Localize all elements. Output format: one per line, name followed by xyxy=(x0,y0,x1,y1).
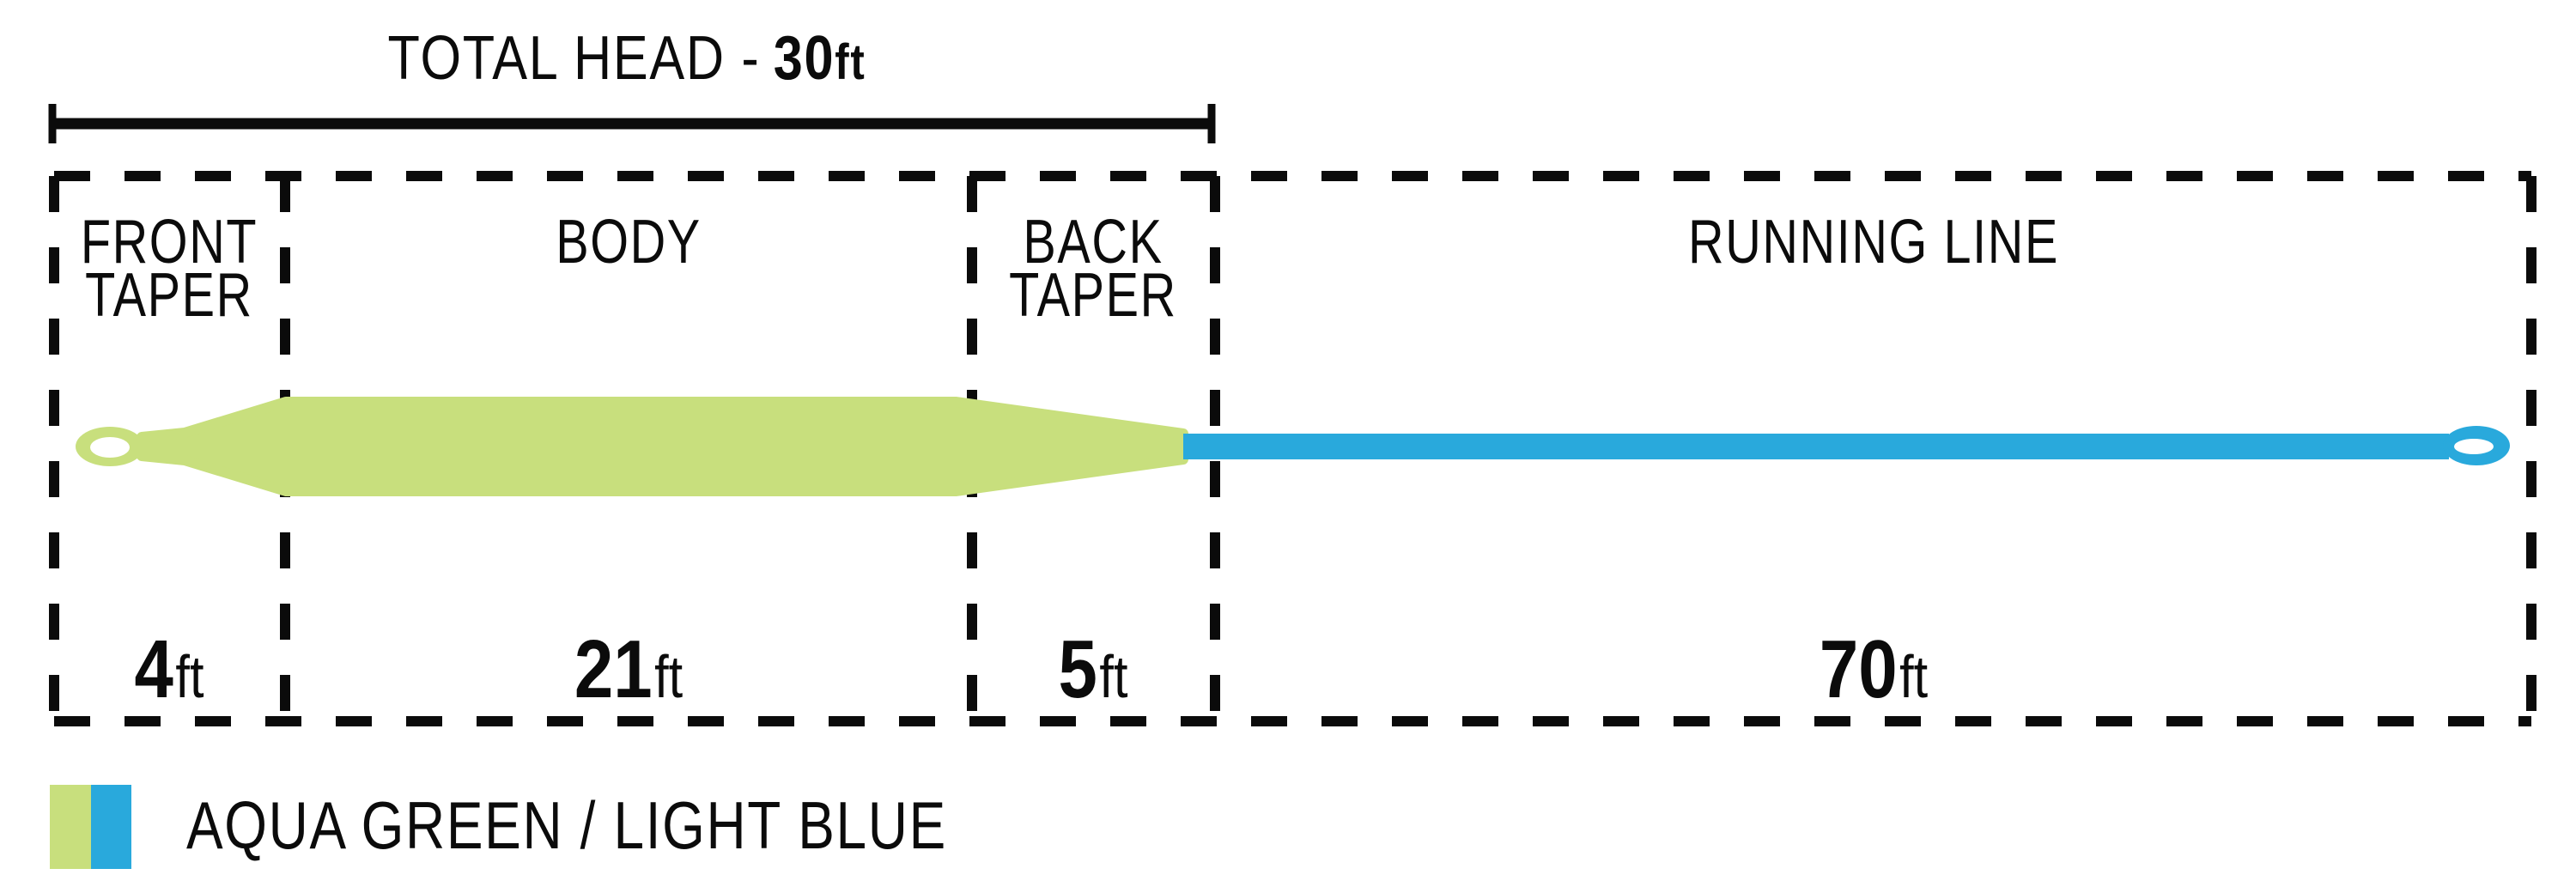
section-label-front-taper: FRONT TAPER xyxy=(81,207,258,330)
body-length-unit: ft xyxy=(654,642,683,710)
line-work xyxy=(48,104,2537,726)
measurement-back-taper: 5ft xyxy=(1059,623,1128,715)
front-taper-label-line1: FRONT xyxy=(81,207,258,276)
section-label-body: BODY xyxy=(556,207,702,276)
legend-label-group: AQUA GREEN / LIGHT BLUE xyxy=(186,788,947,863)
back-taper-length-unit: ft xyxy=(1099,642,1127,710)
body-label: BODY xyxy=(556,207,702,276)
running-line-group xyxy=(1183,426,2510,465)
section-label-back-taper: BACK TAPER xyxy=(1009,207,1177,330)
running-line-length-value: 70 xyxy=(1820,623,1898,715)
head-taper-shape xyxy=(137,397,1188,496)
body-length-text: 21ft xyxy=(574,623,683,715)
total-head-title: TOTAL HEAD -30ft xyxy=(388,24,866,93)
total-head-title-text: TOTAL HEAD -30ft xyxy=(388,24,866,93)
total-head-title-prefix: TOTAL HEAD - xyxy=(388,24,761,93)
running-line-length-text: 70ft xyxy=(1820,623,1928,715)
measurement-front-taper: 4ft xyxy=(135,623,204,715)
back-taper-label-line1: BACK xyxy=(1023,207,1163,276)
running-line-shape xyxy=(1183,434,2449,459)
legend-swatch-light-blue xyxy=(91,785,131,869)
text-layer: TOTAL HEAD -30ft FRONT TAPER BODY BACK T… xyxy=(81,24,2059,863)
legend-swatch-aqua-green xyxy=(50,785,91,869)
back-loop-hole xyxy=(2454,439,2494,454)
running-line-length-unit: ft xyxy=(1899,642,1928,710)
front-taper-length-text: 4ft xyxy=(135,623,204,715)
front-loop-hole xyxy=(90,437,130,458)
back-taper-length-text: 5ft xyxy=(1059,623,1128,715)
running-line-label: RUNNING LINE xyxy=(1688,207,2059,276)
legend-label: AQUA GREEN / LIGHT BLUE xyxy=(186,788,947,863)
measurement-body: 21ft xyxy=(574,623,683,715)
head-taper-outline xyxy=(137,397,1188,496)
legend-swatches xyxy=(50,785,131,869)
measurement-running-line: 70ft xyxy=(1820,623,1928,715)
front-taper-label-line2: TAPER xyxy=(85,260,253,330)
front-taper-length-unit: ft xyxy=(175,642,204,710)
front-taper-length-value: 4 xyxy=(135,623,174,715)
head-shape-group xyxy=(76,397,1188,496)
back-taper-label-line2: TAPER xyxy=(1009,260,1177,330)
total-head-title-value: 30 xyxy=(774,24,835,93)
back-taper-length-value: 5 xyxy=(1059,623,1097,715)
section-label-running-line: RUNNING LINE xyxy=(1688,207,2059,276)
total-head-title-unit: ft xyxy=(835,34,866,90)
body-length-value: 21 xyxy=(574,623,653,715)
